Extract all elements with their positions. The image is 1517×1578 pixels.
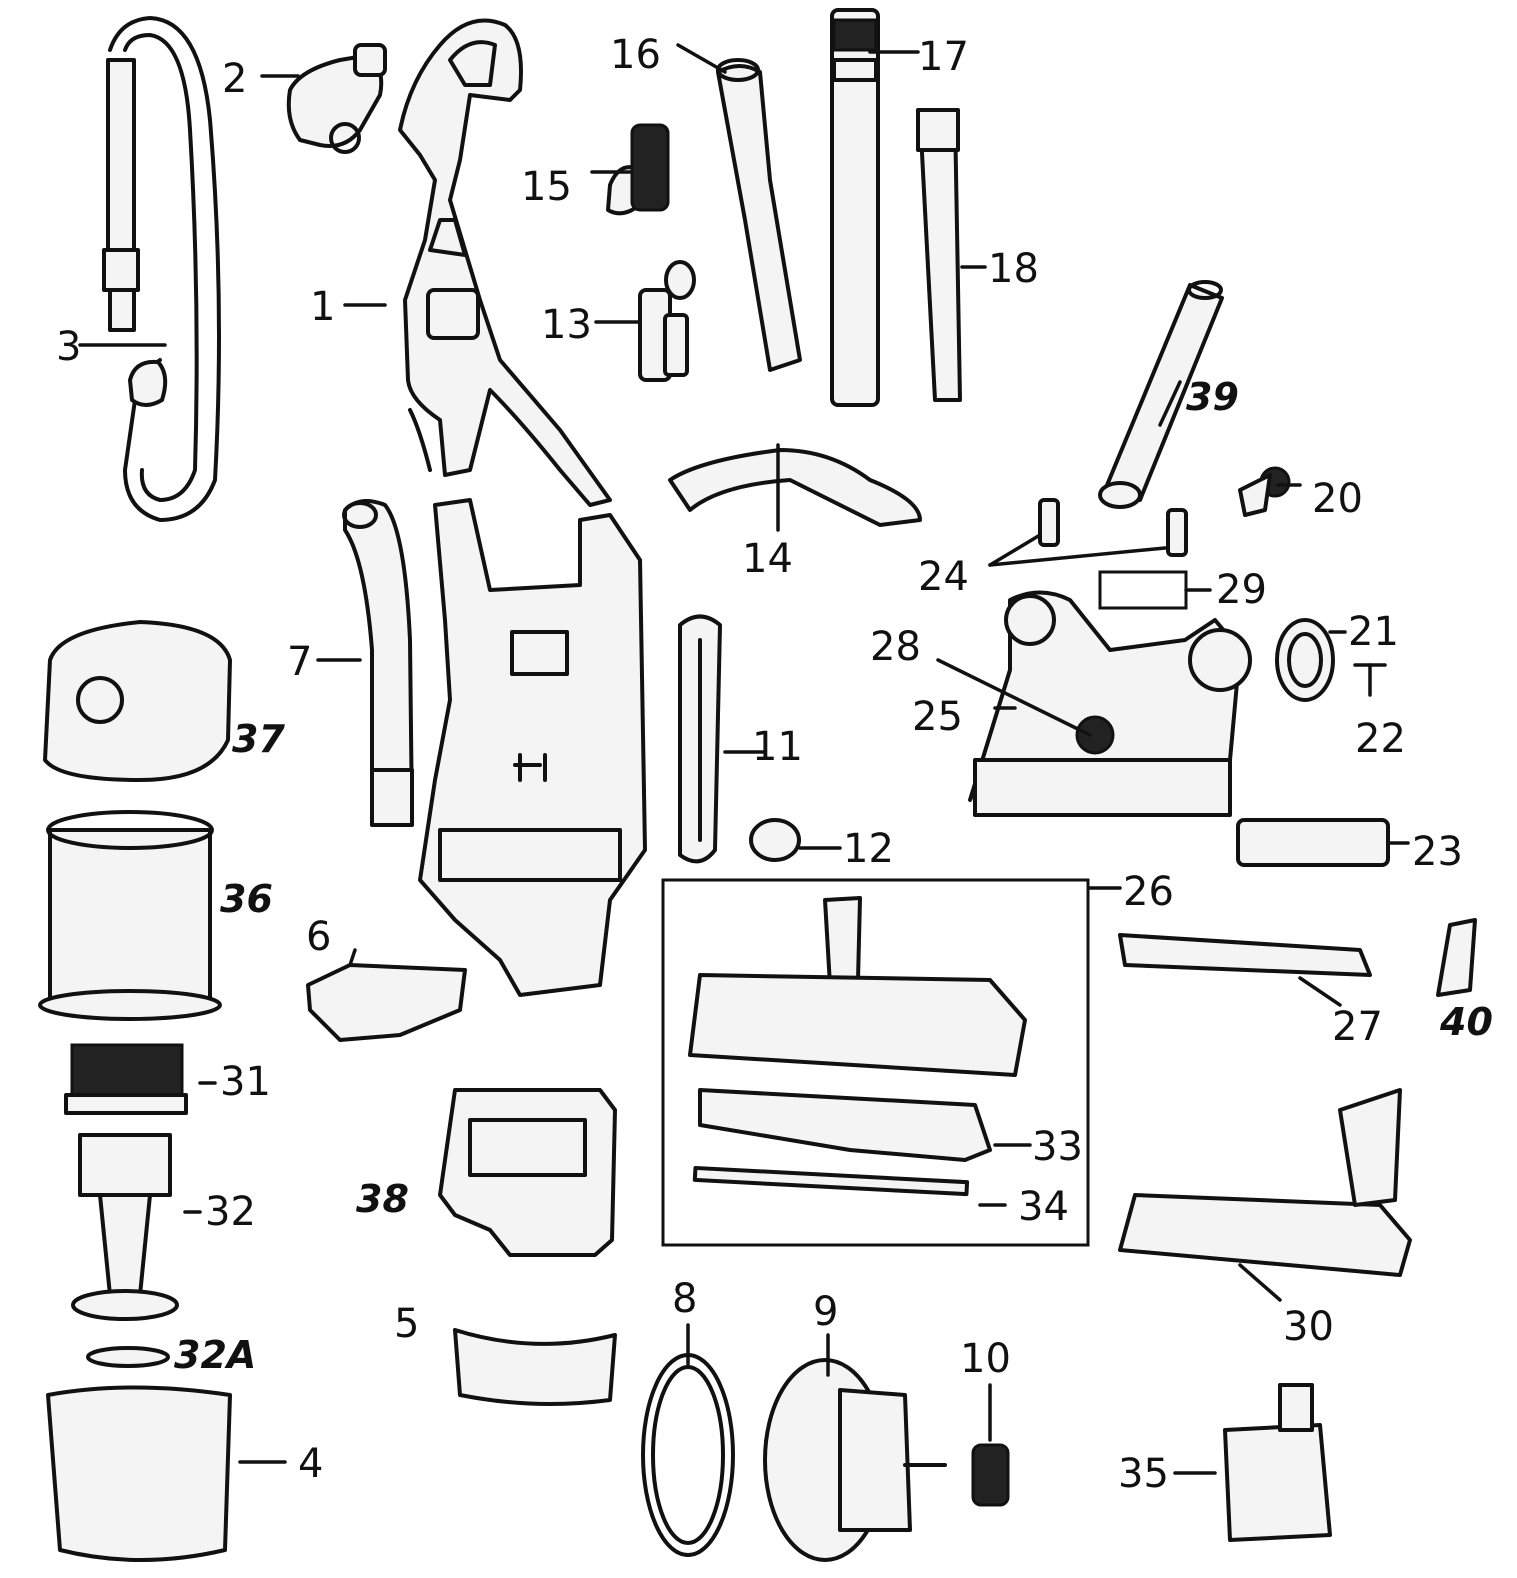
part-hose-tube [342, 499, 414, 827]
label-part-8: 8 [672, 1276, 697, 1322]
part-35-tool [1223, 1383, 1332, 1542]
part-33-plate [698, 1088, 992, 1162]
label-part-2: 2 [222, 56, 247, 102]
part-26-box [661, 878, 1090, 1247]
label-part-33: 33 [1032, 1124, 1083, 1170]
label-part-6: 6 [306, 914, 331, 960]
label-part-11: 11 [752, 724, 803, 770]
label-part-29: 29 [1216, 567, 1267, 613]
label-part-31: 31 [220, 1059, 271, 1105]
label-part-39: 39 [1186, 375, 1239, 419]
part-27-brushroll [1118, 933, 1372, 977]
part-hose [102, 16, 221, 522]
part-32a-gasket [86, 1346, 170, 1368]
part-wheel [1275, 618, 1335, 702]
part-5-shroud [453, 1328, 617, 1406]
label-part-20: 20 [1312, 476, 1363, 522]
part-motor-housing [438, 1088, 617, 1257]
part-30-baseplate [1118, 1088, 1412, 1277]
label-part-22: 22 [1355, 716, 1406, 762]
label-part-17: 17 [918, 34, 969, 80]
label-part-34: 34 [1018, 1184, 1069, 1230]
part-crevice-tool [916, 108, 962, 402]
label-part-23: 23 [1412, 829, 1463, 875]
part-26-nozzle [688, 896, 1027, 1077]
label-part-1: 1 [310, 284, 335, 330]
part-10 [971, 1443, 1010, 1507]
label-part-10: 10 [960, 1336, 1011, 1382]
label-part-36: 36 [220, 877, 273, 921]
part-main-housing [418, 498, 647, 997]
part-40 [1436, 918, 1477, 997]
part-23 [1236, 818, 1390, 867]
part-29-box [1098, 570, 1188, 610]
part-base-foot [968, 590, 1252, 817]
part-31-filter [64, 1043, 188, 1115]
label-part-15: 15 [521, 164, 572, 210]
label-part-37: 37 [232, 717, 285, 761]
part-12 [749, 818, 801, 862]
label-part-9: 9 [813, 1289, 838, 1335]
leader-lines [78, 43, 1410, 1475]
part-turbo-tool [286, 43, 387, 154]
part-filter-tray [306, 963, 467, 1042]
label-part-30: 30 [1283, 1304, 1334, 1350]
part-8-gasket [641, 1353, 735, 1557]
part-hose-bracket [668, 448, 922, 527]
part-34-rod [692, 1165, 970, 1197]
label-part-5: 5 [394, 1301, 419, 1347]
label-part-27: 27 [1332, 1004, 1383, 1050]
label-part-26: 26 [1123, 869, 1174, 915]
label-part-12: 12 [843, 826, 894, 872]
label-part-7: 7 [287, 639, 312, 685]
label-part-32a: 32A [174, 1333, 256, 1377]
label-part-21: 21 [1348, 609, 1399, 655]
label-part-38: 38 [356, 1177, 409, 1221]
part-tank-lid [43, 620, 232, 782]
part-4-cup [46, 1385, 232, 1562]
part-dirt-cup [38, 810, 222, 1021]
label-part-35: 35 [1118, 1451, 1169, 1497]
part-curved-wand [716, 58, 802, 372]
part-straight-wand [830, 8, 880, 407]
label-part-32: 32 [205, 1189, 256, 1235]
label-part-28: 28 [870, 624, 921, 670]
part-handle [398, 18, 612, 507]
part-hose-extension [1098, 280, 1224, 509]
part-32-cone [71, 1133, 179, 1321]
label-part-25: 25 [912, 694, 963, 740]
part-9-motor [763, 1358, 947, 1562]
label-part-40: 40 [1439, 1000, 1493, 1044]
label-part-16: 16 [610, 32, 661, 78]
label-part-4: 4 [298, 1441, 323, 1487]
label-part-13: 13 [541, 302, 592, 348]
label-part-24: 24 [918, 554, 969, 600]
part-filter-screen [678, 614, 722, 864]
part-tools [606, 123, 696, 382]
label-part-14: 14 [742, 536, 793, 582]
part-20 [1238, 466, 1291, 517]
part-24 [1038, 498, 1188, 557]
label-part-18: 18 [988, 246, 1039, 292]
label-part-3: 3 [56, 324, 81, 370]
